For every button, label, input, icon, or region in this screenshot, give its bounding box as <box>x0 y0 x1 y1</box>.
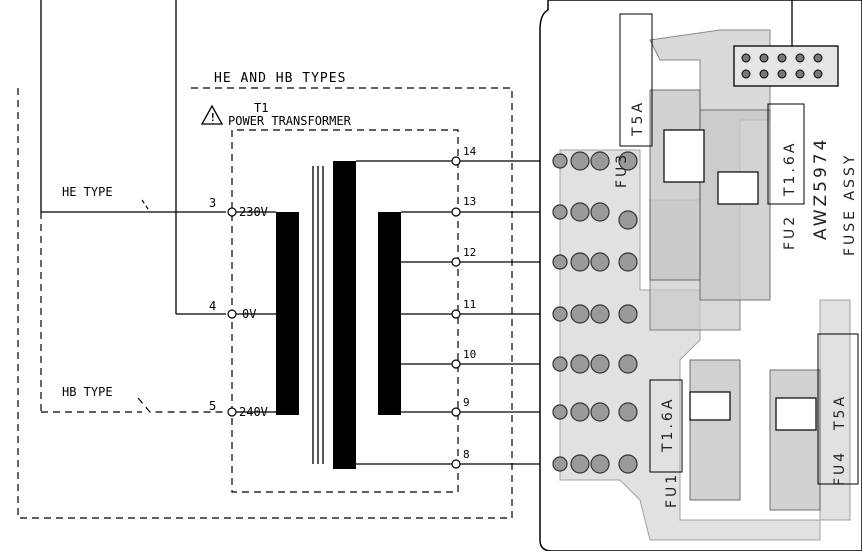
types-dashed-box <box>17 87 513 519</box>
secondary-pin-14: 14 <box>451 145 477 166</box>
primary-pin-5: 5 240V <box>209 399 268 419</box>
svg-text:5: 5 <box>209 399 216 413</box>
svg-text:8: 8 <box>463 448 470 461</box>
fuse-fu4-rating: T5A <box>832 394 848 431</box>
hb-type-leader <box>137 397 226 413</box>
he-type-leader <box>141 199 151 213</box>
primary-winding <box>276 212 299 415</box>
primary-pin-4: 4 0V <box>209 299 256 321</box>
svg-text:13: 13 <box>463 195 476 208</box>
secondary-pin-9: 9 <box>451 396 470 417</box>
warning-triangle-icon: ! <box>200 104 224 125</box>
primary-pin-3: 3 230V <box>209 196 268 219</box>
secondary-pin-12: 12 <box>451 246 476 267</box>
svg-text:!: ! <box>210 111 217 124</box>
secondary-pin-8: 8 <box>451 448 470 469</box>
fuse-fu3-rating: T5A <box>630 100 646 137</box>
transformer-ref: T1 <box>254 101 268 115</box>
fuse-fu1-ref: FU1 <box>664 472 680 508</box>
svg-text:11: 11 <box>463 298 476 311</box>
fuse-board: T5A FU3 T1.6A FU2 T1.6A FU1 T5A FU4 AWZ5… <box>539 0 862 551</box>
group-label: HE AND HB TYPES <box>214 71 346 86</box>
secondary-pins: 14 13 12 11 10 9 8 <box>451 145 477 469</box>
fuse-fu4-ref: FU4 <box>832 450 848 486</box>
secondary-winding-1 <box>333 161 356 469</box>
svg-text:10: 10 <box>463 348 476 361</box>
secondary-pin-11: 11 <box>451 298 476 319</box>
secondary-winding-2 <box>378 212 401 415</box>
fuse-fu1-rating: T1.6A <box>660 397 676 453</box>
fuse-fu2-ref: FU2 <box>782 214 798 250</box>
board-connector <box>733 45 839 87</box>
secondary-pin-10: 10 <box>451 348 476 369</box>
he-type-label: HE TYPE <box>62 185 113 199</box>
secondary-pin-13: 13 <box>451 195 476 217</box>
svg-text:3: 3 <box>209 196 216 210</box>
transformer-dashed-box <box>231 129 459 493</box>
part-number-label: AWZ5974 <box>811 137 831 240</box>
fuse-fu3-ref: FU3 <box>614 152 630 188</box>
svg-text:12: 12 <box>463 246 476 259</box>
svg-text:4: 4 <box>209 299 216 313</box>
fuse-assy-label: FUSE ASSY <box>842 153 858 256</box>
hb-type-label: HB TYPE <box>62 385 113 399</box>
fuse-fu2-label: T1.6A <box>782 141 798 197</box>
transformer-name: POWER TRANSFORMER <box>228 114 352 128</box>
svg-text:9: 9 <box>463 396 470 409</box>
svg-text:14: 14 <box>463 145 477 158</box>
